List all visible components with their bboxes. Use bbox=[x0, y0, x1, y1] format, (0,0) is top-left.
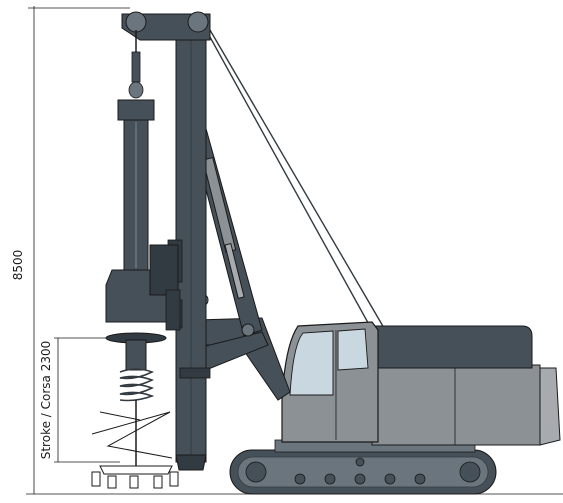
auger-flight bbox=[91, 411, 173, 459]
cutter-tooth bbox=[153, 475, 163, 489]
auger-flight bbox=[99, 411, 141, 421]
track-rollers bbox=[245, 457, 481, 485]
engine-roof bbox=[371, 325, 533, 369]
boom-cylinder-rod bbox=[224, 242, 245, 299]
mast-foot bbox=[175, 454, 207, 471]
engine-housing bbox=[371, 364, 541, 446]
stroke-dimension bbox=[54, 337, 120, 463]
track-roller bbox=[245, 461, 267, 483]
track-roller bbox=[294, 473, 306, 485]
mast-head-sheave bbox=[125, 11, 147, 33]
rotary-carriage bbox=[165, 289, 181, 331]
crawler-track bbox=[229, 449, 497, 495]
track-roller bbox=[384, 473, 396, 485]
auger-cutter bbox=[99, 465, 173, 475]
track-roller bbox=[414, 473, 426, 485]
cable-rear bbox=[209, 29, 385, 329]
height-dimension-label: 8500 bbox=[11, 250, 25, 281]
auger-tool bbox=[91, 368, 179, 489]
rotary-drive-assembly bbox=[105, 30, 181, 371]
track-roller bbox=[324, 473, 336, 485]
cutter-tooth bbox=[107, 475, 117, 489]
machine-body bbox=[274, 321, 561, 453]
track-roller bbox=[459, 461, 481, 483]
swivel-hook bbox=[131, 51, 141, 83]
cutter-teeth bbox=[91, 471, 179, 489]
boom-pivot-pin bbox=[241, 323, 255, 337]
cutter-tooth bbox=[129, 475, 139, 489]
drill-string-tube bbox=[125, 339, 147, 371]
cab-window-front bbox=[289, 330, 334, 396]
mast-clamp bbox=[179, 367, 211, 379]
track-roller bbox=[355, 457, 365, 467]
stroke-dimension-label: Stroke / Corsa 2300 bbox=[39, 341, 53, 460]
mast-head-sheave bbox=[187, 11, 209, 33]
cutter-tooth bbox=[91, 471, 101, 487]
cable-front bbox=[204, 27, 373, 331]
rotary-motor bbox=[149, 244, 179, 296]
support-cables bbox=[204, 27, 385, 331]
counterweight bbox=[539, 367, 561, 446]
kelly-top-cap bbox=[117, 99, 155, 121]
cab-window-side bbox=[337, 328, 369, 371]
hook-block bbox=[128, 81, 144, 99]
track-roller bbox=[354, 473, 366, 485]
auger-spring bbox=[119, 368, 155, 402]
cutter-tooth bbox=[169, 471, 179, 487]
